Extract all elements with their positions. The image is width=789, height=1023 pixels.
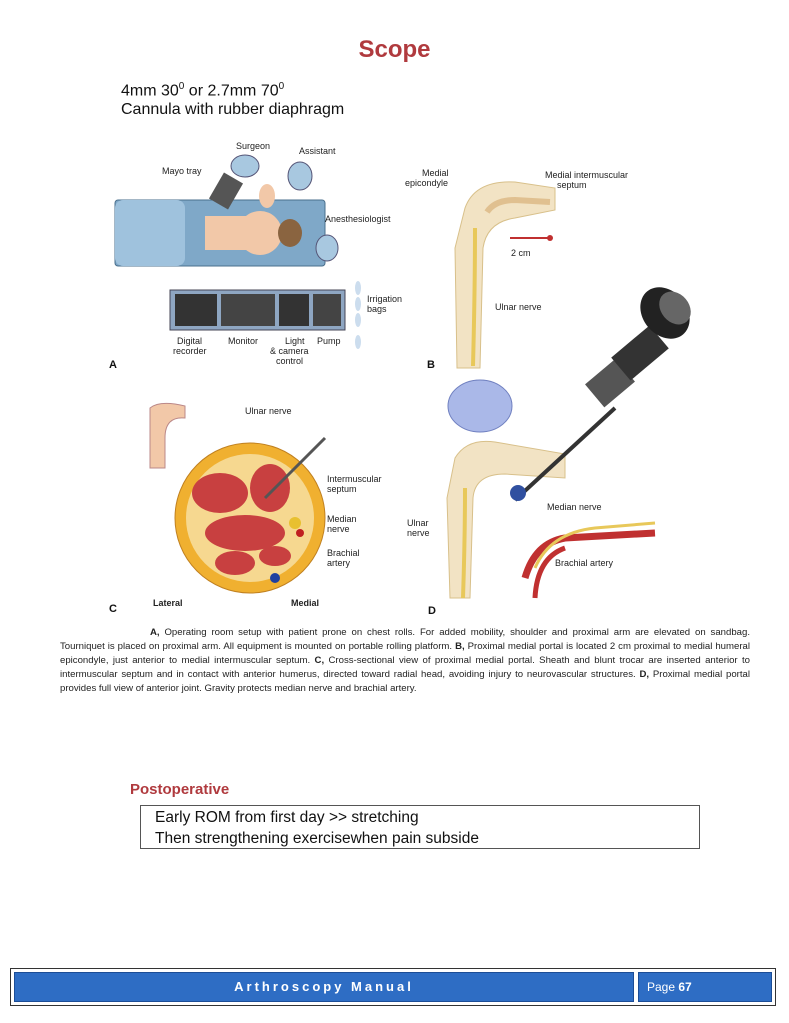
page-label: Page (647, 980, 676, 994)
spec-text: or 2.7mm 70 (184, 82, 279, 100)
label-anesthesiologist: Anesthesiologist (325, 214, 391, 224)
label-medial: Medial (422, 168, 449, 178)
page-title: Scope (358, 36, 431, 63)
label-lateral: Lateral (153, 598, 183, 608)
label-septum: septum (557, 180, 587, 190)
postoperative-heading: Postoperative (130, 781, 230, 798)
arthroscopy-figure: Surgeon Assistant Mayo tray Anesthesiolo… (109, 141, 691, 617)
label-light: Light (285, 336, 305, 346)
caption-text-b: Proximal medial portal is located 2 cm p… (60, 641, 750, 666)
postoperative-line: Early ROM from first day >> stretching (155, 809, 419, 826)
caption-label-a: A, (150, 627, 160, 638)
caption-label-d: D, (639, 669, 650, 680)
label-pump: Pump (317, 336, 341, 346)
panel-a-or-setup: Surgeon Assistant Mayo tray Anesthesiolo… (109, 141, 402, 371)
label-irrigation: Irrigation (367, 294, 402, 304)
label-nerve: nerve (327, 524, 350, 534)
postoperative-box: Early ROM from first day >> stretching T… (140, 805, 700, 849)
footer-page-number: Page 67 (638, 972, 772, 1002)
caption-label-b: B, (455, 641, 465, 652)
label-ulnar-nerve-c: Ulnar nerve (245, 406, 292, 416)
label-brachial-artery-d: Brachial artery (555, 558, 614, 568)
cannula-line: Cannula with rubber diaphragm (121, 101, 345, 118)
label-control: control (276, 356, 303, 366)
scope-spec-line: 4mm 300 or 2.7mm 700 (121, 81, 284, 100)
panel-d-anterior-view: Median nerve Ulnar nerve Brachial artery… (407, 287, 691, 617)
caption-text-c: Cross-sectional view of proximal medial … (60, 655, 750, 680)
panel-c-cross-section: Ulnar nerve Intermuscular septum Median … (109, 402, 382, 615)
label-ulnar-d: Ulnar (407, 518, 429, 528)
postoperative-line: Then strengthening exercisewhen pain sub… (155, 830, 479, 847)
panel-a-letter: A (109, 359, 117, 371)
label-brachial: Brachial (327, 548, 360, 558)
label-monitor: Monitor (228, 336, 258, 346)
label-ulnar-nerve-b: Ulnar nerve (495, 302, 542, 312)
page-footer: Arthroscopy Manual Page 67 (10, 968, 776, 1006)
label-intermuscular: Intermuscular (327, 474, 382, 484)
spec-text: 4mm 30 (121, 82, 179, 100)
page-number: 67 (678, 980, 692, 994)
label-assistant: Assistant (299, 146, 336, 156)
caption-text-a: Operating room setup with patient prone … (60, 627, 750, 652)
caption-label-c: C, (314, 655, 325, 666)
label-median: Median (327, 514, 357, 524)
label-irrigation-bags: bags (367, 304, 387, 314)
figure-caption: A, Operating room setup with patient pro… (60, 626, 750, 696)
label-medial-septum: Medial intermuscular (545, 170, 628, 180)
label-medial-c: Medial (291, 598, 319, 608)
footer-manual-title: Arthroscopy Manual (14, 972, 634, 1002)
degree-superscript: 0 (178, 81, 185, 92)
degree-superscript: 0 (278, 81, 285, 92)
label-digital: Digital (177, 336, 202, 346)
panel-d-letter: D (428, 605, 436, 617)
label-recorder: recorder (173, 346, 207, 356)
panel-b-letter: B (427, 359, 435, 371)
panel-b-portal-location: Medial epicondyle Medial intermuscular s… (405, 168, 628, 371)
label-median-nerve-d: Median nerve (547, 502, 602, 512)
label-septum-c: septum (327, 484, 357, 494)
caption-text-d: Proximal medial portal provides full vie… (60, 669, 750, 694)
label-nerve-d: nerve (407, 528, 430, 538)
label-camera: & camera (270, 346, 309, 356)
panel-c-letter: C (109, 603, 117, 615)
label-2cm: 2 cm (511, 248, 531, 258)
label-surgeon: Surgeon (236, 141, 270, 151)
label-epicondyle: epicondyle (405, 178, 448, 188)
label-mayo-tray: Mayo tray (162, 166, 202, 176)
label-artery: artery (327, 558, 351, 568)
